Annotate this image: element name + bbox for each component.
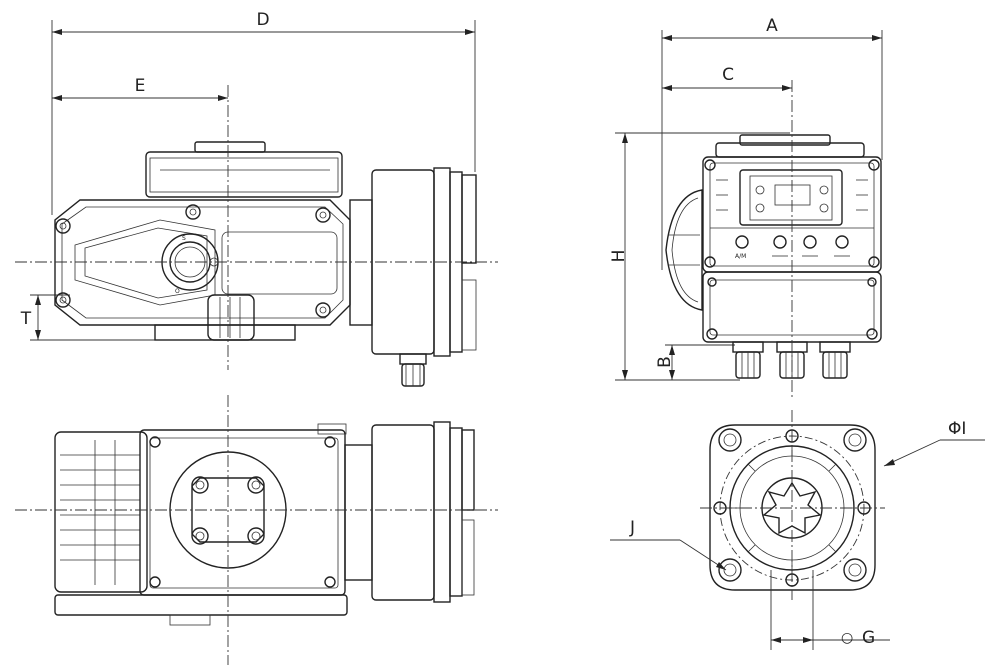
side-view: D E T S O	[15, 10, 498, 387]
dim-label-phi-i: ΦI	[948, 419, 966, 439]
dim-label-a: A	[766, 16, 778, 36]
dim-label-g: G	[862, 628, 875, 648]
front-view: A C H B	[609, 16, 883, 398]
dim-label-d: D	[256, 10, 269, 30]
dim-symbol-g: ○	[841, 630, 853, 646]
svg-text:O: O	[175, 288, 180, 295]
am-label: A/M	[735, 253, 746, 260]
dim-label-e: E	[135, 76, 146, 96]
dim-label-h: H	[609, 250, 629, 263]
dim-label-c: C	[722, 65, 734, 85]
flange-view: ΦI J ○ G	[610, 410, 985, 650]
dim-label-t: T	[20, 309, 32, 329]
svg-text:S: S	[182, 235, 186, 242]
dim-label-b: B	[655, 356, 675, 368]
dim-label-j: J	[629, 518, 635, 538]
top-view	[15, 395, 498, 665]
